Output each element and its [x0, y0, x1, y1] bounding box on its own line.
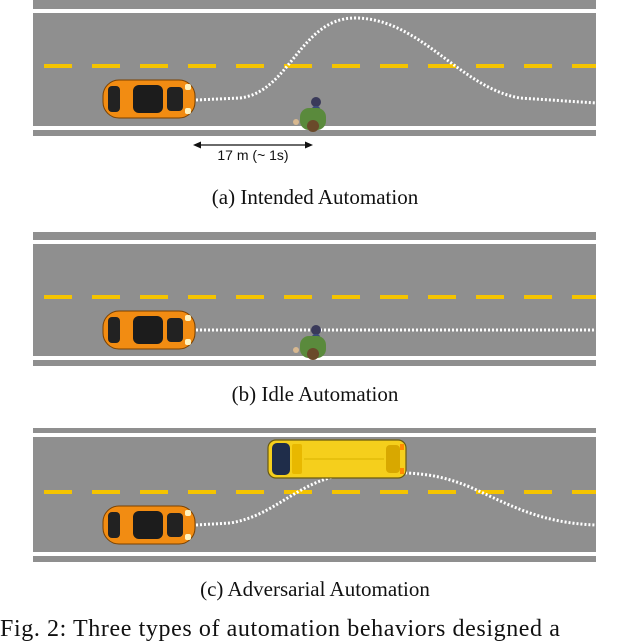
- road-panel-adversarial: [33, 428, 597, 562]
- orange-car-icon: [102, 79, 196, 119]
- road-edge-top: [33, 9, 596, 13]
- trajectory-swerve: [195, 16, 597, 105]
- pedestrian-icon: [293, 97, 326, 132]
- distance-arrow: [193, 141, 313, 149]
- trajectory-bus-merge: [195, 471, 597, 527]
- caption-intended: (a) Intended Automation: [211, 185, 419, 209]
- yellow-bus-icon: [267, 439, 407, 479]
- orange-car-icon: [102, 310, 196, 350]
- road-edge-top: [33, 240, 596, 244]
- road-edge-bottom: [33, 552, 596, 556]
- caption-idle: (b) Idle Automation: [231, 382, 399, 406]
- road-panel-idle: [33, 232, 596, 366]
- distance-label: 17 m (~ 1s): [217, 147, 289, 163]
- road-edge-top: [33, 433, 596, 437]
- caption-adversarial: (c) Adversarial Automation: [200, 577, 430, 601]
- road-panel-intended: [33, 0, 597, 136]
- orange-car-icon: [102, 505, 196, 545]
- figure-caption: Fig. 2: Three types of automation behavi…: [0, 616, 561, 642]
- pedestrian-icon: [293, 325, 326, 360]
